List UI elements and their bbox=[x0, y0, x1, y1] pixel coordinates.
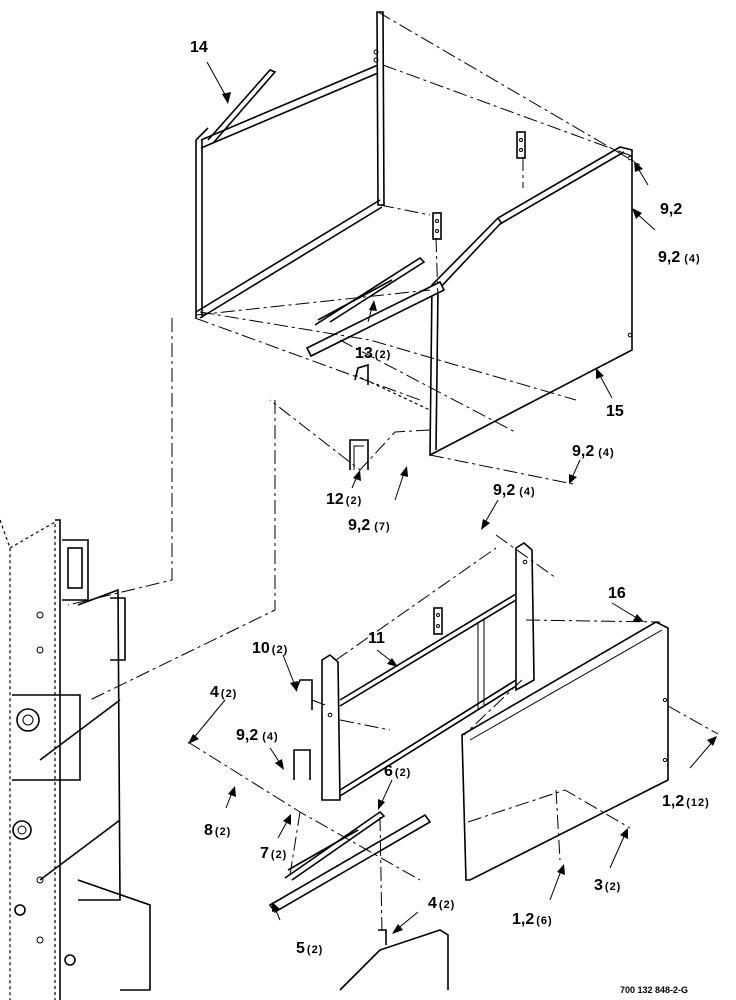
callout-leaders bbox=[188, 61, 717, 934]
bottom-mount-stub bbox=[339, 929, 449, 991]
callout-13: 13(2) bbox=[355, 345, 391, 362]
callout-14: 14 bbox=[190, 39, 208, 56]
lower-mount-plate bbox=[433, 607, 443, 635]
upper-leader-lines bbox=[67, 11, 641, 701]
callout-16: 16 bbox=[608, 585, 626, 602]
callout-9-2-a: 9,2 bbox=[660, 201, 682, 218]
lower-leader-lines bbox=[187, 534, 719, 936]
callout-labels: 14 9,2 9,2(4) 13(2) 15 9,2(4) 12(2) 9,2(… bbox=[190, 39, 710, 995]
callout-9-2-f: 9,2(4) bbox=[236, 727, 279, 744]
drawing-number: 700 132 848-2-G bbox=[620, 985, 688, 995]
machine-side-frame bbox=[0, 519, 151, 1000]
part-13-upper-strut bbox=[305, 256, 446, 358]
callout-5: 5(2) bbox=[296, 940, 323, 957]
upper-mount-plates bbox=[432, 131, 526, 240]
callout-11: 11 bbox=[368, 630, 385, 647]
part-11-lower-frame bbox=[321, 542, 535, 801]
callout-1-2-a: 1,2(12) bbox=[662, 793, 710, 810]
callout-4-a: 4(2) bbox=[210, 684, 237, 701]
callout-7: 7(2) bbox=[260, 845, 287, 862]
part-6-lower-strut bbox=[284, 810, 386, 881]
part-10-hooks bbox=[293, 679, 313, 780]
part-14-upper-frame bbox=[195, 11, 385, 319]
callout-9-2-b: 9,2(4) bbox=[658, 249, 701, 266]
part-16-lower-side-panel bbox=[461, 621, 669, 881]
callout-9-2-c: 9,2(4) bbox=[572, 443, 615, 460]
callout-12: 12(2) bbox=[326, 491, 362, 508]
callout-9-2-e: 9,2(7) bbox=[348, 517, 391, 534]
callout-4-b: 4(2) bbox=[428, 895, 455, 912]
callout-10: 10(2) bbox=[252, 640, 288, 657]
callout-9-2-d: 9,2(4) bbox=[493, 482, 536, 499]
callout-8: 8(2) bbox=[204, 822, 231, 839]
part-5-lower-rail bbox=[268, 813, 432, 914]
callout-3: 3(2) bbox=[594, 877, 621, 894]
part-15-upper-side-panel bbox=[429, 146, 633, 457]
part-12-handle-brackets bbox=[349, 363, 369, 470]
callout-15: 15 bbox=[606, 403, 624, 420]
callout-1-2-b: 1,2(6) bbox=[512, 911, 553, 928]
callout-6: 6(2) bbox=[384, 763, 411, 780]
